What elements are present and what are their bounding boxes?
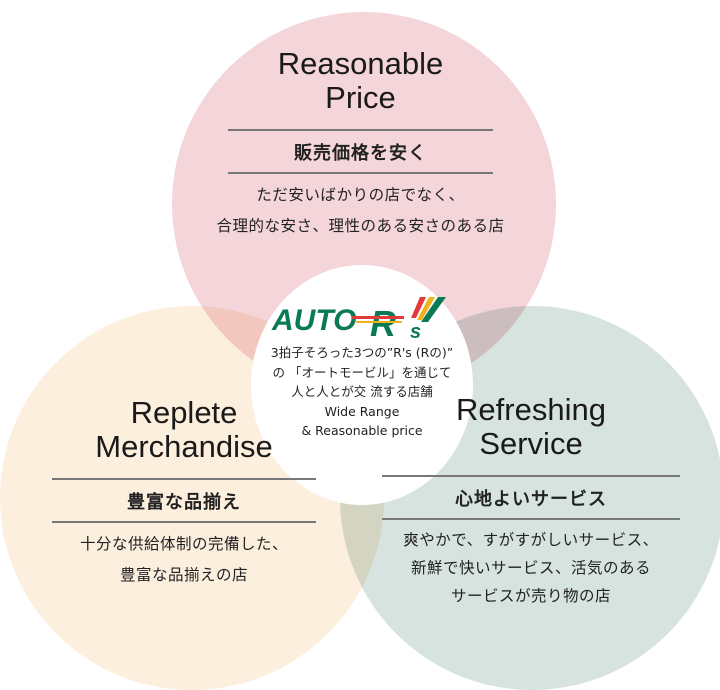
circle-title: Reasonable Price [228,47,493,115]
replete-merchandise-group: Replete Merchandise 豊富な品揃え 十分な供給体制の完備した、… [52,396,316,591]
body-line: サービスが売り物の店 [450,587,611,605]
title-line: Price [325,80,396,115]
logo-yellow-swoosh [417,297,435,320]
circle-title: Replete Merchandise [52,396,316,464]
logo-auto-text: AUTO [271,304,356,337]
body-line: 合理的な安さ、理性のある安さのある店 [216,217,505,235]
center-line: 人と人とが交 流する店舗 [291,384,433,399]
reasonable-price-group: Reasonable Price 販売価格を安く ただ安いばかりの店でなく、 合… [216,47,504,242]
body-line: 十分な供給体制の完備した、 [79,535,288,553]
title-line: Refreshing [456,392,606,427]
logo-yellow-stripe [356,321,402,323]
logo-red-stripe [352,316,404,319]
circle-body: 爽やかで、すがすがしいサービス、 新鮮で快いサービス、活気のある サービスが売り… [382,526,680,610]
circle-subtitle: 心地よいサービス [382,475,680,520]
autors-logo: AUTO R s [271,297,446,342]
center-line: Wide Range [324,403,400,419]
circle-body: ただ安いばかりの店でなく、 合理的な安さ、理性のある安さのある店 [216,180,504,242]
center-line: 3拍子そろった3つの”R's (Rの)” [270,345,454,360]
body-line: ただ安いばかりの店でなく、 [256,186,465,204]
body-line: 新鮮で快いサービス、活気のある [410,559,651,577]
center-line: の 「オートモービル」を通じて [272,364,452,380]
title-line: Service [479,426,583,461]
body-line: 爽やかで、すがすがしいサービス、 [403,531,659,549]
circle-title: Refreshing Service [382,393,680,461]
center-description: 3拍子そろった3つの”R's (Rの)” の 「オートモービル」を通じて 人と人… [251,343,473,441]
title-line: Replete [130,395,238,430]
logo-green-swoosh [421,297,446,322]
circle-subtitle: 豊富な品揃え [52,478,316,523]
center-line: & Reasonable price [301,423,423,438]
refreshing-service-group: Refreshing Service 心地よいサービス 爽やかで、すがすがしいサ… [382,393,680,610]
body-line: 豊富な品揃えの店 [119,566,248,584]
logo-s-text: s [410,321,421,342]
logo-red-swoosh [411,297,426,318]
circle-subtitle: 販売価格を安く [228,129,493,174]
circle-body: 十分な供給体制の完備した、 豊富な品揃えの店 [52,529,316,591]
title-line: Reasonable [277,46,444,81]
title-line: Merchandise [95,429,273,464]
